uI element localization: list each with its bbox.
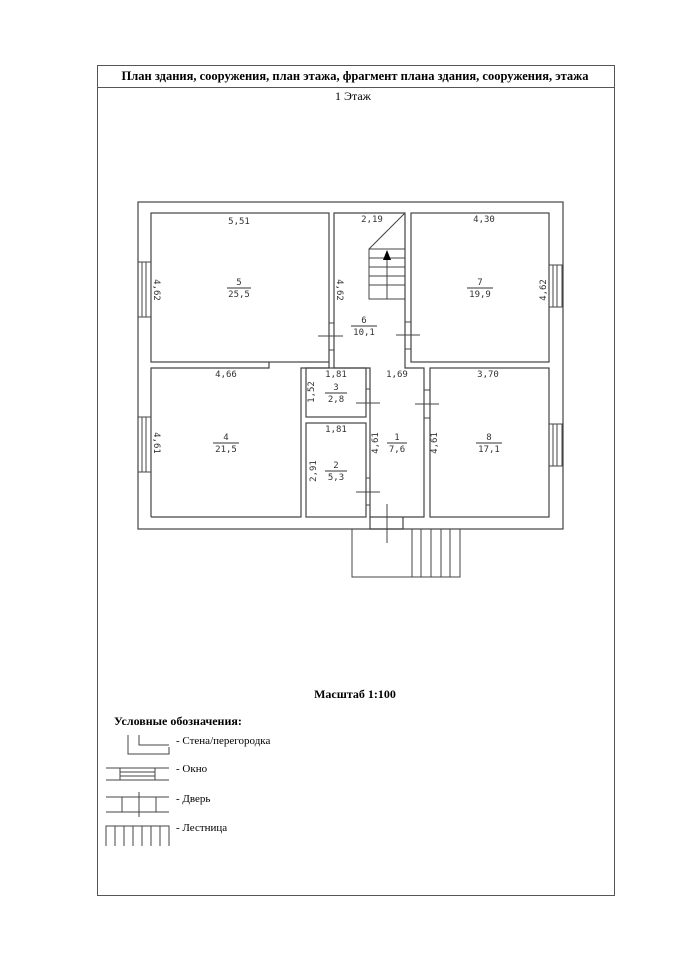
legend-window-icon — [106, 767, 169, 781]
dim-room2-width: 1,81 — [325, 425, 347, 435]
dimension-labels: 5,51 2,19 4,30 4,62 4,62 4,62 4,66 1,81 … — [151, 215, 549, 482]
dim-room6-width: 2,19 — [361, 215, 383, 225]
svg-text:8: 8 — [486, 433, 491, 443]
dim-room7-width: 4,30 — [473, 215, 495, 225]
room-4-top — [150, 362, 270, 517]
svg-text:10,1: 10,1 — [353, 328, 375, 338]
dim-room1-height: 4,61 — [371, 432, 381, 454]
doors — [318, 321, 439, 543]
svg-text:21,5: 21,5 — [215, 445, 237, 455]
document-title: План здания, сооружения, план этажа, фра… — [122, 69, 590, 83]
legend-window-label: - Окно — [176, 763, 208, 775]
legend-stairs-icon — [105, 825, 170, 846]
svg-text:1: 1 — [394, 433, 399, 443]
svg-text:2: 2 — [333, 461, 338, 471]
room-label-2: 25,3 — [325, 461, 347, 483]
svg-text:5,3: 5,3 — [328, 473, 344, 483]
svg-text:3: 3 — [333, 383, 338, 393]
room-label-7: 719,9 — [467, 278, 493, 300]
room-2 — [305, 422, 367, 518]
legend-wall-label: - Стена/перегородка — [176, 735, 270, 747]
dim-room4-width: 4,66 — [215, 370, 237, 380]
dim-room8-height: 4,61 — [430, 432, 440, 454]
staircase — [368, 212, 406, 300]
floor-label: 1 Этаж — [335, 89, 372, 103]
svg-text:19,9: 19,9 — [469, 290, 491, 300]
svg-text:6: 6 — [361, 316, 366, 326]
dim-room5-height: 4,62 — [151, 279, 161, 301]
room-label-8: 817,1 — [476, 433, 502, 455]
room-label-6: 610,1 — [351, 316, 377, 338]
legend-wall-icon — [127, 735, 170, 755]
svg-text:7: 7 — [477, 278, 482, 288]
dim-room8-width: 3,70 — [477, 370, 499, 380]
legend-door-icon — [106, 792, 169, 817]
room-labels: 525,5 610,1 719,9 32,8 421,5 17,6 817,1 … — [213, 278, 502, 483]
svg-text:7,6: 7,6 — [389, 445, 405, 455]
svg-text:17,1: 17,1 — [478, 445, 500, 455]
svg-text:5: 5 — [236, 278, 241, 288]
dim-room4-height: 4,61 — [151, 432, 161, 454]
windows — [137, 261, 563, 473]
svg-text:25,5: 25,5 — [228, 290, 250, 300]
dim-room7-height: 4,62 — [539, 279, 549, 301]
room-label-1: 17,6 — [387, 433, 407, 455]
building-plan — [137, 201, 564, 578]
legend: - Стена/перегородка - Окно - Дверь - Лес… — [105, 735, 270, 846]
outer-wall — [137, 201, 564, 530]
room-6 — [333, 212, 406, 362]
legend-door-label: - Дверь — [176, 793, 210, 805]
room-4 — [151, 362, 330, 518]
legend-stairs-label: - Лестница — [176, 822, 227, 834]
page-frame — [97, 65, 615, 896]
svg-text:4: 4 — [223, 433, 228, 443]
dim-room3-width: 1,81 — [325, 370, 347, 380]
room-label-5: 525,5 — [227, 278, 251, 300]
dim-room5-width: 5,51 — [228, 217, 250, 227]
dim-room2-height: 2,91 — [309, 460, 319, 482]
legend-title: Условные обозначения: — [114, 714, 242, 728]
scale-label: Масштаб 1:100 — [314, 687, 396, 701]
room-label-3: 32,8 — [325, 383, 347, 405]
porch — [351, 529, 461, 578]
dim-room1-width: 1,69 — [386, 370, 408, 380]
room-1 — [333, 362, 425, 518]
dim-room3-height: 1,52 — [307, 381, 317, 403]
dim-room6-height: 4,62 — [334, 279, 344, 301]
svg-text:2,8: 2,8 — [328, 395, 344, 405]
arrow-up-icon — [383, 250, 391, 260]
room-label-4: 421,5 — [213, 433, 239, 455]
